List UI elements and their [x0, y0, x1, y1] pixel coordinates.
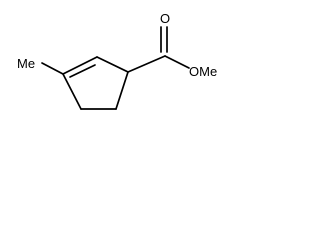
ring-bond-c1-c2 [96, 56, 129, 73]
ring-double-bond-inner-line [69, 64, 96, 78]
ester-carbon-bond [127, 55, 166, 73]
ester-oxygen-bond [164, 55, 190, 69]
structure-diagram: Me O OMe [17, 11, 217, 110]
ring-bond-c5-c1 [115, 71, 129, 110]
ring-double-bond-c2-c3 [62, 56, 98, 75]
ring-bond-c3-c4 [62, 73, 82, 110]
methyl-label: Me [17, 56, 35, 71]
methyl-bond [41, 62, 64, 75]
ester-ome-label: OMe [189, 64, 217, 79]
carbonyl-oxygen-label: O [160, 11, 170, 26]
